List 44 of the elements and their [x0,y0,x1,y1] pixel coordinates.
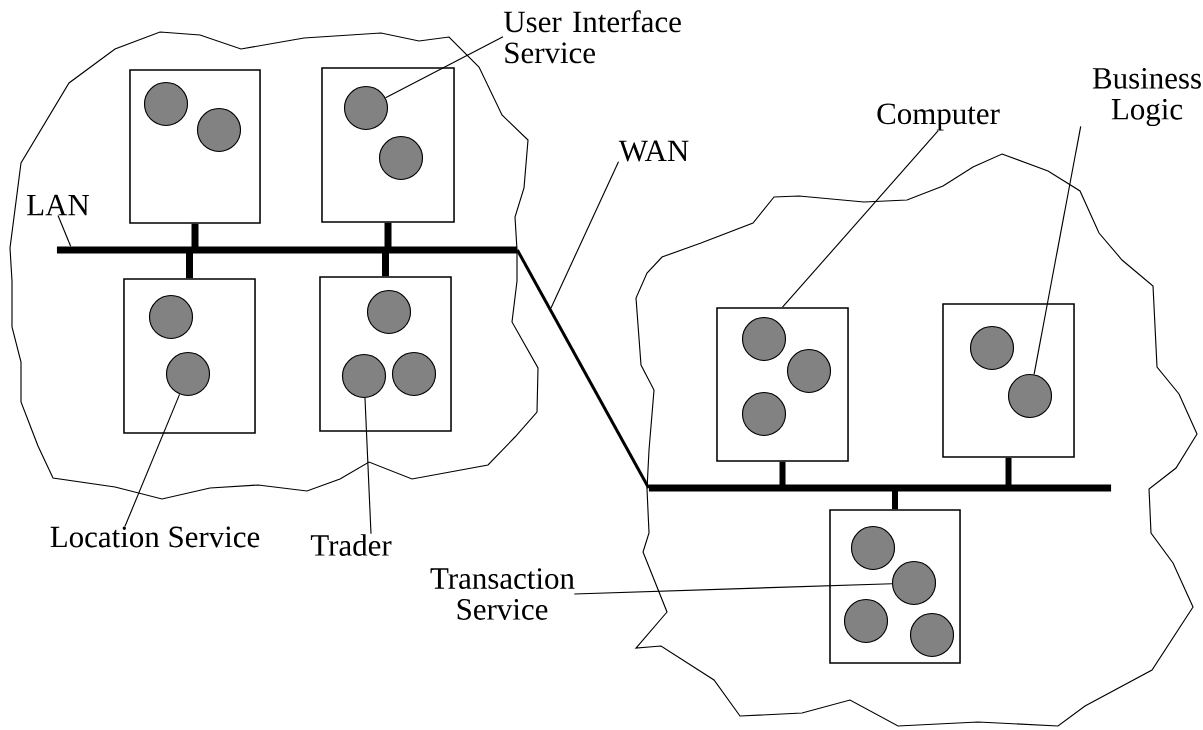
service-circle [378,135,424,181]
service-circle [343,85,389,131]
leader-line [1033,125,1082,375]
network-line [382,250,389,277]
network-line [516,249,650,489]
leader-line [57,214,72,247]
service-circle [850,525,896,571]
service-circle [969,325,1015,371]
service-circle [909,612,955,658]
service-circle [891,560,937,606]
service-circle [1007,373,1053,419]
leader-line [573,583,893,595]
leader-line [385,36,504,99]
service-circle [165,351,211,397]
callout-label: Location Service [50,526,260,548]
callout-label: User Interface Service [503,10,681,64]
network-line [191,223,199,250]
network-bus [648,484,1112,492]
callout-label: Trader [310,534,392,556]
leader-line [781,130,939,308]
network-line [186,250,193,279]
service-circle [148,294,194,340]
service-circle [843,598,889,644]
service-circle [786,348,832,394]
service-circle [143,81,189,127]
network-bus [56,246,518,254]
service-circle [741,391,787,437]
service-circle [196,107,242,153]
network-line [384,222,392,250]
service-circle [366,289,412,335]
network-line [892,488,898,510]
network-line [779,461,786,488]
callout-label: Transaction Service [430,568,575,620]
callout-label: WAN [618,140,689,162]
service-circle [341,353,387,399]
leader-line [124,393,181,527]
callout-label: Computer [877,103,1000,131]
callout-label: Business Logic [1092,67,1201,127]
service-circle [391,351,437,397]
service-circle [741,316,787,362]
leader-line [364,397,372,535]
callout-label: LAN [27,194,90,216]
leader-line [550,161,620,309]
network-line [1005,457,1012,488]
